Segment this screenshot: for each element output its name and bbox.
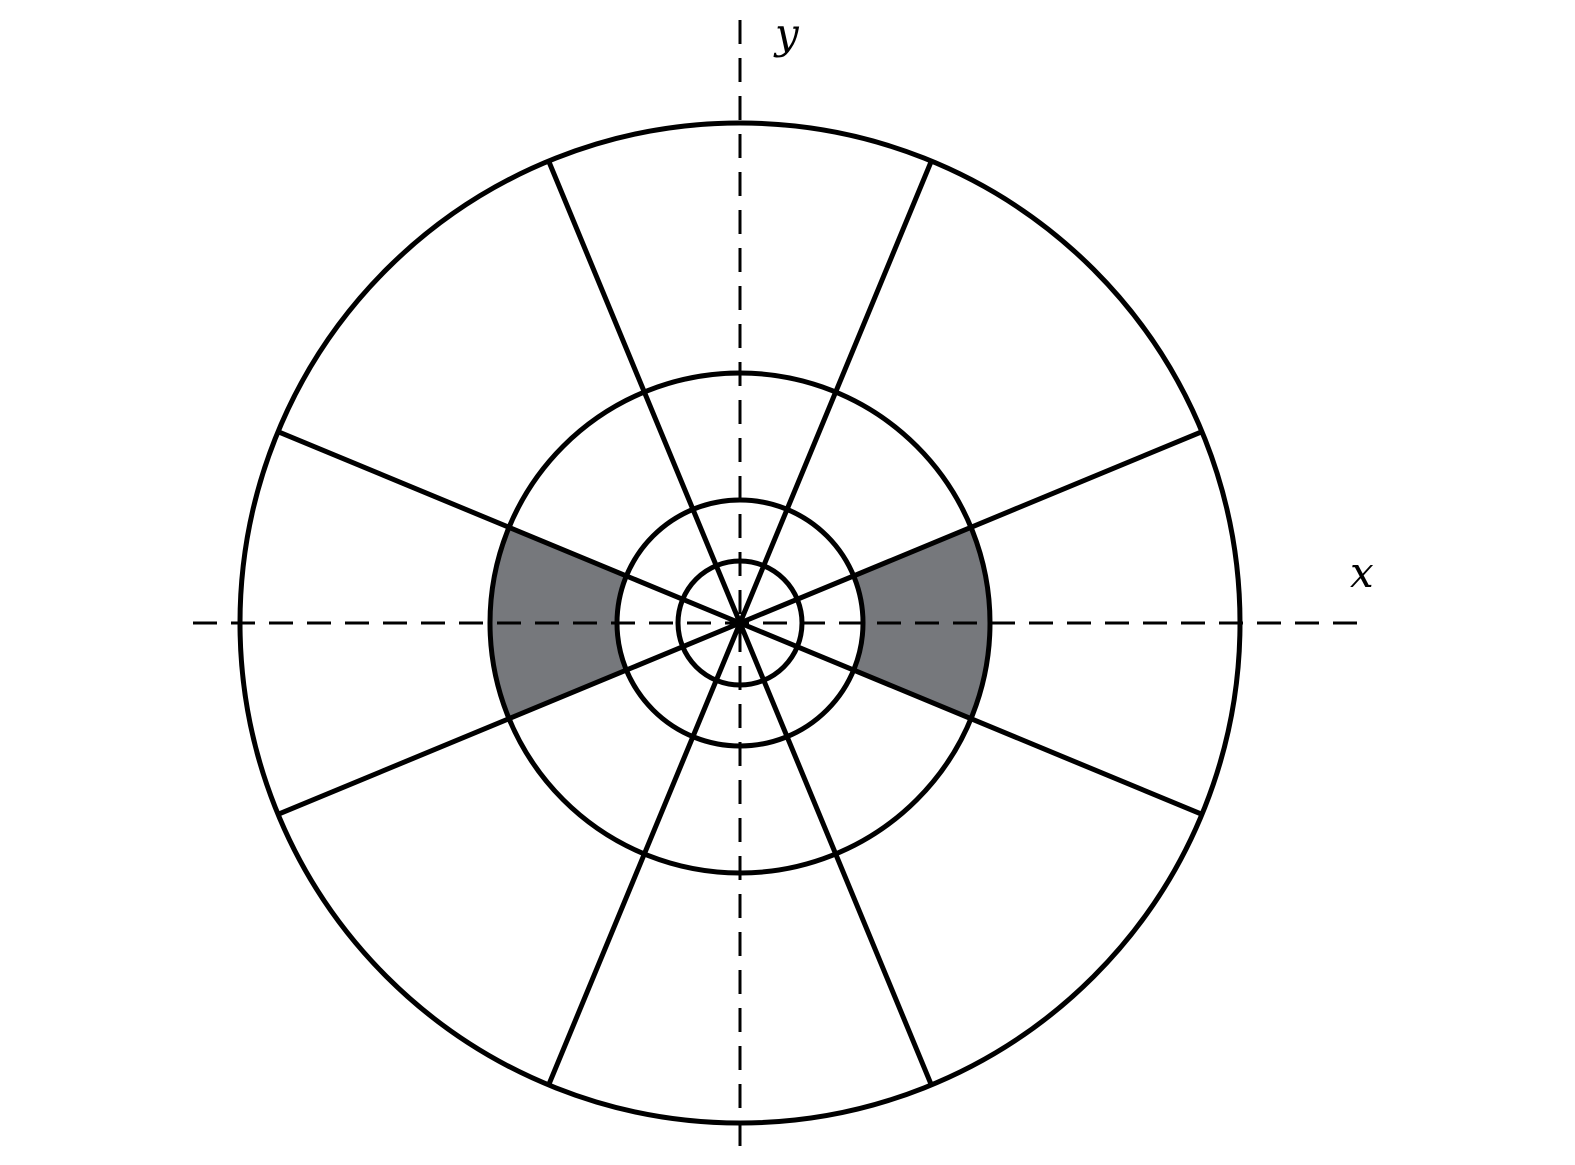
spoke-7 <box>737 622 934 1086</box>
spoke-6 <box>546 622 743 1086</box>
radial-spokes <box>277 160 1203 1086</box>
spoke-1 <box>739 429 1203 626</box>
spoke-8 <box>739 620 1203 817</box>
spoke-3 <box>546 160 743 624</box>
coordinate-axes: x y <box>193 9 1374 1160</box>
y-axis-label: y <box>773 9 800 58</box>
spoke-4 <box>277 429 741 626</box>
x-axis-label: x <box>1350 548 1374 597</box>
spoke-2 <box>737 160 934 624</box>
spoke-5 <box>277 620 741 817</box>
